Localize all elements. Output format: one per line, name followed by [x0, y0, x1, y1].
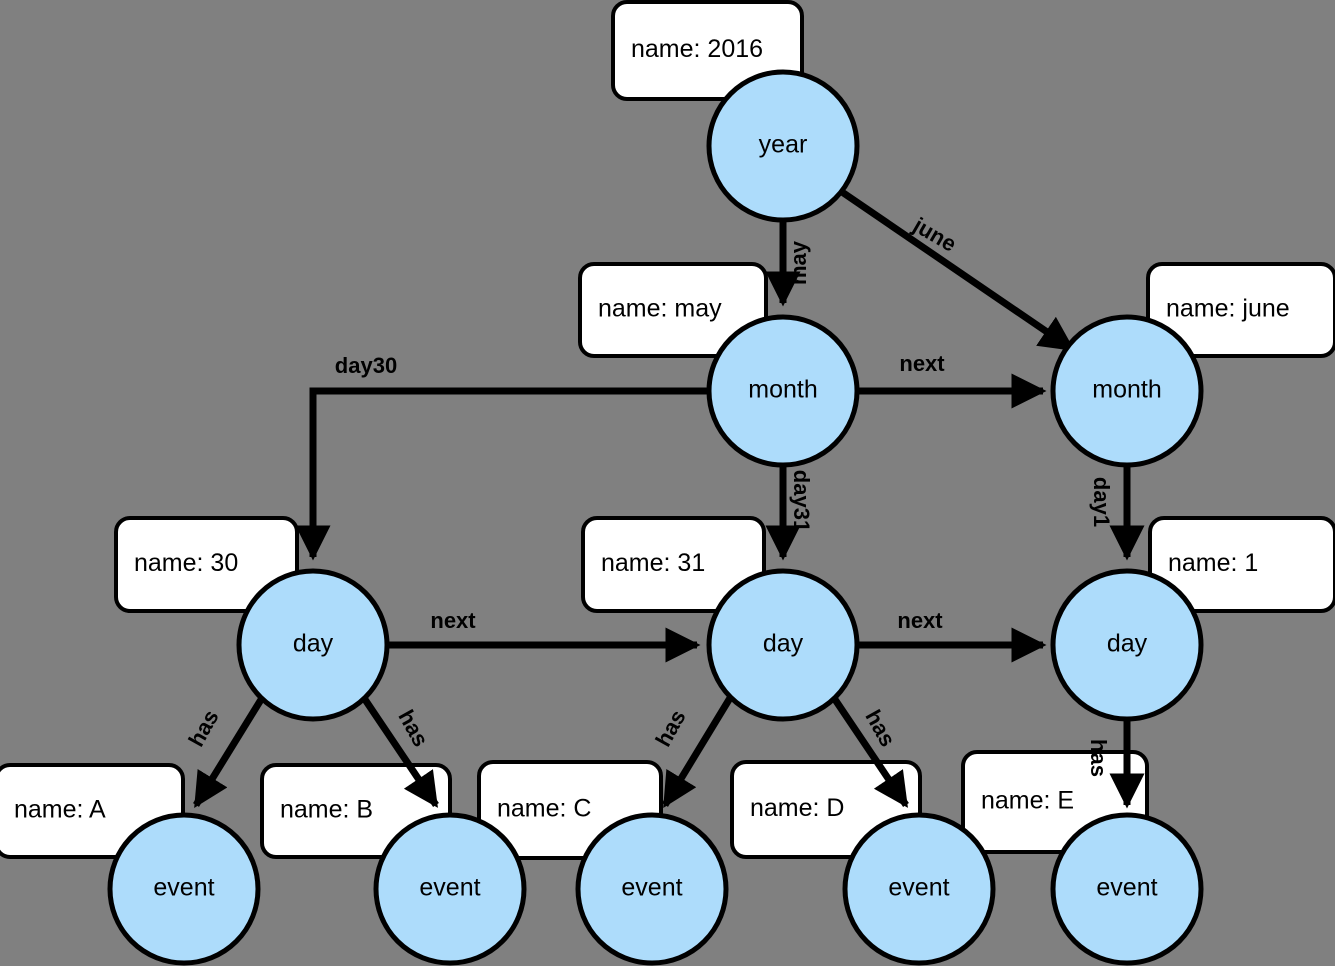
edge-day30-line[interactable]	[295, 387, 707, 561]
node-day30[interactable]: day	[236, 568, 390, 722]
edge-has-D-line[interactable]	[831, 696, 909, 808]
node-year2016[interactable]: year	[706, 69, 860, 223]
edge-day1-label: day1	[1089, 477, 1114, 527]
edge-may-label: may	[786, 240, 811, 285]
node-monthMay-circle[interactable]	[706, 314, 860, 468]
prop-monthMay-label: name: may	[598, 295, 722, 323]
node-day31-label: day	[763, 630, 804, 658]
prop-monthMay: name: may	[578, 262, 768, 358]
edge-layer	[193, 189, 1145, 809]
edge-next-day31-label: next	[897, 608, 943, 633]
node-eventE-label: event	[1096, 874, 1157, 902]
node-eventD-circle[interactable]	[842, 812, 996, 966]
node-day1[interactable]: day	[1050, 568, 1204, 722]
edge-day31-label: day31	[789, 470, 814, 532]
node-eventE-circle[interactable]	[1050, 812, 1204, 966]
prop-monthJune-rect	[1146, 262, 1335, 358]
prop-eventA-label: name: A	[14, 796, 106, 824]
node-eventA-label: event	[153, 874, 214, 902]
prop-eventE-label: name: E	[981, 787, 1074, 815]
prop-eventD-label: name: D	[750, 794, 844, 822]
node-day30-label: day	[293, 630, 334, 658]
prop-year2016: name: 2016	[611, 0, 804, 101]
node-eventD[interactable]: event	[842, 812, 996, 966]
node-eventB[interactable]: event	[373, 812, 527, 966]
node-eventB-label: event	[419, 874, 480, 902]
prop-year2016-rect	[611, 0, 804, 101]
prop-monthJune-label: name: june	[1166, 295, 1290, 323]
node-eventC-label: event	[621, 874, 682, 902]
edge-has-A-label: has	[183, 706, 223, 751]
edge-next-day30-label: next	[430, 608, 476, 633]
prop-day31-label: name: 31	[601, 549, 705, 577]
prop-day1-label: name: 1	[1168, 549, 1258, 577]
edge-has-B-label: has	[393, 706, 433, 751]
node-eventB-circle[interactable]	[373, 812, 527, 966]
prop-day31-rect	[581, 516, 766, 613]
prop-year2016-label: name: 2016	[631, 35, 763, 63]
node-eventD-label: event	[888, 874, 949, 902]
node-monthJune-circle[interactable]	[1050, 314, 1204, 468]
node-eventA-circle[interactable]	[107, 812, 261, 966]
node-day1-circle[interactable]	[1050, 568, 1204, 722]
node-eventC[interactable]: event	[575, 812, 729, 966]
edge-june-label: june	[908, 212, 961, 257]
node-monthJune[interactable]: month	[1050, 314, 1204, 468]
node-monthMay-label: month	[748, 376, 817, 404]
node-layer: year month month day day day event event event ev…	[107, 69, 1204, 966]
node-monthJune-label: month	[1092, 376, 1161, 404]
edge-day30-label: day30	[335, 353, 397, 378]
prop-monthJune: name: june	[1146, 262, 1335, 358]
edge-has-E-label: has	[1086, 739, 1111, 777]
node-year2016-label: year	[759, 131, 808, 159]
prop-eventB-label: name: B	[280, 796, 373, 824]
property-box-layer: name: 2016 name: may name: june name: 30 nam…	[0, 0, 1335, 860]
prop-monthMay-rect	[578, 262, 768, 358]
node-day1-label: day	[1107, 630, 1148, 658]
prop-day30: name: 30	[114, 516, 299, 613]
node-monthMay[interactable]: month	[706, 314, 860, 468]
edge-june-line[interactable]	[840, 189, 1075, 352]
node-eventE[interactable]: event	[1050, 812, 1204, 966]
node-eventC-circle[interactable]	[575, 812, 729, 966]
node-day31[interactable]: day	[706, 568, 860, 722]
edge-has-B-line[interactable]	[361, 696, 439, 808]
prop-eventC-label: name: C	[497, 795, 591, 823]
edge-next-month-label: next	[899, 351, 945, 376]
prop-day31: name: 31	[581, 516, 766, 613]
prop-day1-rect	[1148, 516, 1335, 613]
node-year2016-circle[interactable]	[706, 69, 860, 223]
node-day30-circle[interactable]	[236, 568, 390, 722]
edge-has-C-label: has	[650, 706, 690, 751]
node-eventA[interactable]: event	[107, 812, 261, 966]
prop-day30-rect	[114, 516, 299, 613]
prop-day1: name: 1	[1148, 516, 1335, 613]
node-day31-circle[interactable]	[706, 568, 860, 722]
edge-has-A-line[interactable]	[193, 696, 265, 808]
prop-day30-label: name: 30	[134, 549, 238, 577]
edge-has-C-line[interactable]	[662, 696, 733, 808]
